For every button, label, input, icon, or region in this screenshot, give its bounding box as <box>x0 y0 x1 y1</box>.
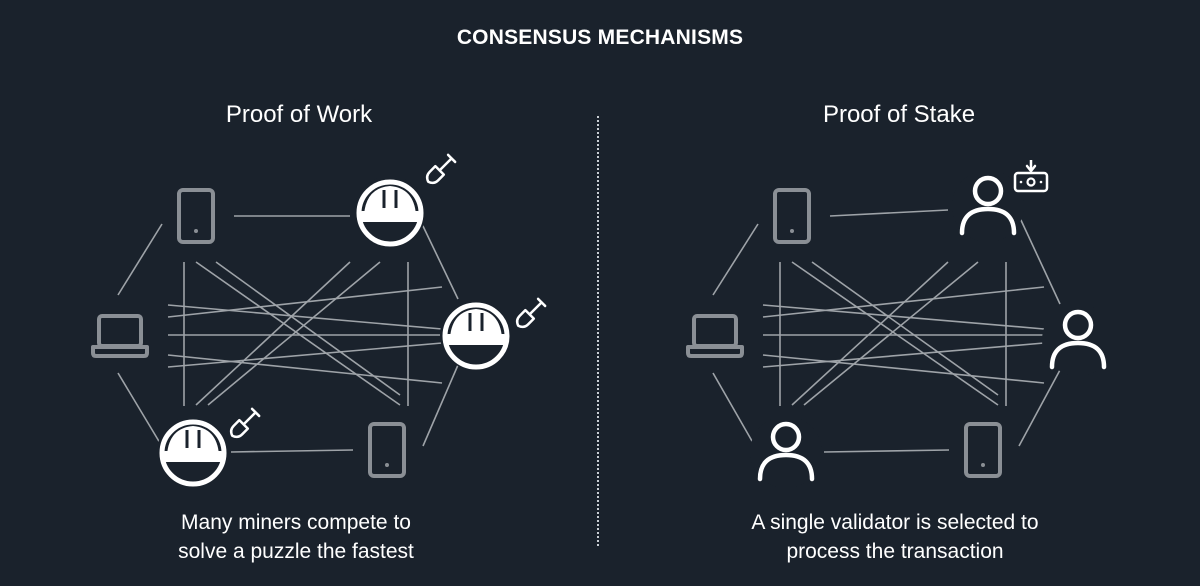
proof-of-work-caption: Many miners compete to solve a puzzle th… <box>66 508 526 566</box>
proof-of-work-phone-node-4-icon <box>357 420 417 480</box>
proof-of-stake-laptop-node-6-icon <box>685 305 745 365</box>
proof-of-stake-connections <box>712 209 1061 453</box>
proof-of-stake-stake-deposit-badge-icon <box>1013 160 1049 193</box>
proof-of-work-shovel-badge-icon <box>229 407 261 439</box>
proof-of-work-hard-hat-node-2-icon <box>354 176 426 248</box>
proof-of-stake-caption: A single validator is selected to proces… <box>665 508 1125 566</box>
proof-of-work-hard-hat-node-3-icon <box>440 299 512 371</box>
proof-of-work-connections <box>117 215 459 453</box>
proof-of-stake-title: Proof of Stake <box>822 101 976 128</box>
proof-of-stake-phone-node-4-icon <box>953 420 1013 480</box>
panel-divider <box>597 116 599 546</box>
proof-of-work-laptop-node-6-icon <box>90 305 150 365</box>
proof-of-stake-caption-line-1: A single validator is selected to <box>751 511 1039 534</box>
proof-of-stake-phone-node-1-icon <box>762 186 822 246</box>
proof-of-stake-person-node-2-icon <box>952 170 1024 242</box>
proof-of-work-caption-line-2: solve a puzzle the fastest <box>178 540 414 563</box>
proof-of-work-hard-hat-node-5-icon <box>157 416 229 488</box>
proof-of-stake-person-node-3-icon <box>1042 304 1114 376</box>
proof-of-work-caption-line-1: Many miners compete to <box>181 511 411 534</box>
page-title: CONSENSUS MECHANISMS <box>456 26 744 49</box>
proof-of-stake-caption-line-2: process the transaction <box>786 540 1004 563</box>
proof-of-work-title: Proof of Work <box>225 101 373 128</box>
proof-of-work-shovel-badge-icon <box>425 153 457 185</box>
proof-of-work-phone-node-1-icon <box>166 186 226 246</box>
proof-of-work-shovel-badge-icon <box>515 297 547 329</box>
proof-of-stake-person-node-5-icon <box>750 416 822 488</box>
